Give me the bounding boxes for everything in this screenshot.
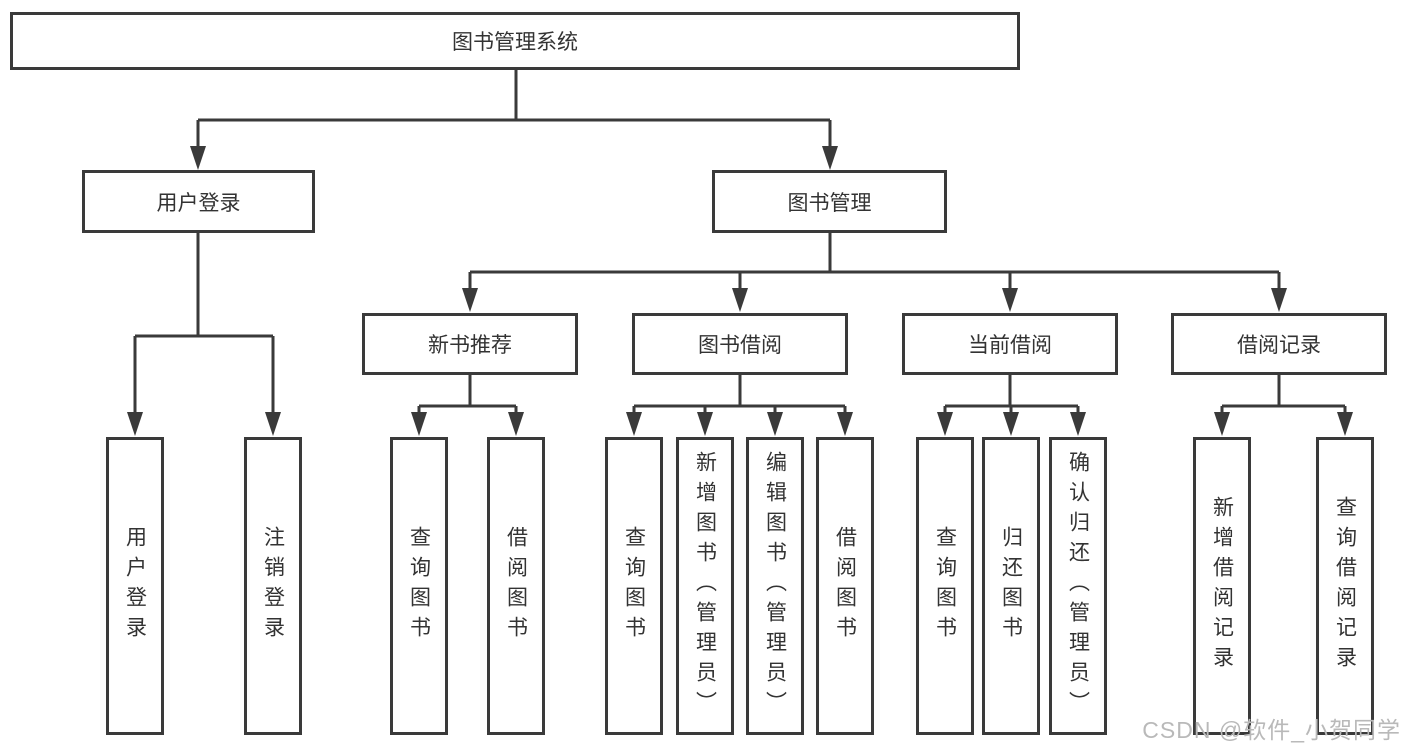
node-new-book-recommend-label: 新书推荐 [428,334,512,357]
leaf-query-books-borrow: 查询图书 [605,437,663,735]
leaf-query-books-borrow-label: 查询图书 [622,526,646,646]
node-book-management-label: 图书管理 [787,191,872,215]
node-borrow-records-label: 借阅记录 [1237,334,1321,357]
leaf-logout-label: 注销登录 [261,526,285,646]
leaf-borrow-books: 借阅图书 [816,437,874,735]
leaf-return-books: 归还图书 [982,437,1040,735]
leaf-add-borrow-record-label: 新增借阅记录 [1210,496,1234,676]
leaf-query-borrow-record: 查询借阅记录 [1316,437,1374,735]
connector-current-borrow-split [937,375,1086,436]
node-current-borrow: 当前借阅 [902,313,1118,375]
leaf-query-books-recommend-label: 查询图书 [407,526,431,646]
node-book-borrow-label: 图书借阅 [698,334,782,357]
leaf-user-login-label: 用户登录 [123,526,147,646]
leaf-borrow-books-recommend-label: 借阅图书 [504,526,528,646]
node-root-system-label: 图书管理系统 [452,31,578,54]
node-book-management: 图书管理 [712,170,947,233]
connector-user-login-branch [127,233,281,436]
node-current-borrow-label: 当前借阅 [968,334,1052,357]
node-user-login-label: 用户登录 [156,191,241,215]
connector-book-borrow-split [626,375,853,436]
leaf-borrow-books-label: 借阅图书 [833,526,857,646]
leaf-query-books-current-label: 查询图书 [933,526,957,646]
connector-new-book-split [411,375,524,436]
leaf-edit-books-admin: 编辑图书（管理员） [746,437,804,735]
leaf-confirm-return-admin: 确认归还（管理员） [1049,437,1107,735]
connector-borrow-records-split [1214,375,1353,436]
node-new-book-recommend: 新书推荐 [362,313,578,375]
leaf-logout: 注销登录 [244,437,302,735]
watermark: CSDN @软件_小贺同学 [1142,717,1401,743]
leaf-borrow-books-recommend: 借阅图书 [487,437,545,735]
leaf-query-books-recommend: 查询图书 [390,437,448,735]
leaf-query-books-current: 查询图书 [916,437,974,735]
leaf-add-books-admin: 新增图书（管理员） [676,437,734,735]
leaf-return-books-label: 归还图书 [999,526,1023,646]
leaf-edit-books-admin-label: 编辑图书（管理员） [763,451,787,721]
node-user-login: 用户登录 [82,170,315,233]
leaf-query-borrow-record-label: 查询借阅记录 [1333,496,1357,676]
leaf-add-books-admin-label: 新增图书（管理员） [693,451,717,721]
connector-book-mgmt-branch [462,233,1287,312]
leaf-confirm-return-admin-label: 确认归还（管理员） [1066,451,1090,721]
node-root-system: 图书管理系统 [10,12,1020,70]
leaf-user-login: 用户登录 [106,437,164,735]
node-book-borrow: 图书借阅 [632,313,848,375]
node-borrow-records: 借阅记录 [1171,313,1387,375]
connector-root-to-level2 [190,70,838,170]
leaf-add-borrow-record: 新增借阅记录 [1193,437,1251,735]
